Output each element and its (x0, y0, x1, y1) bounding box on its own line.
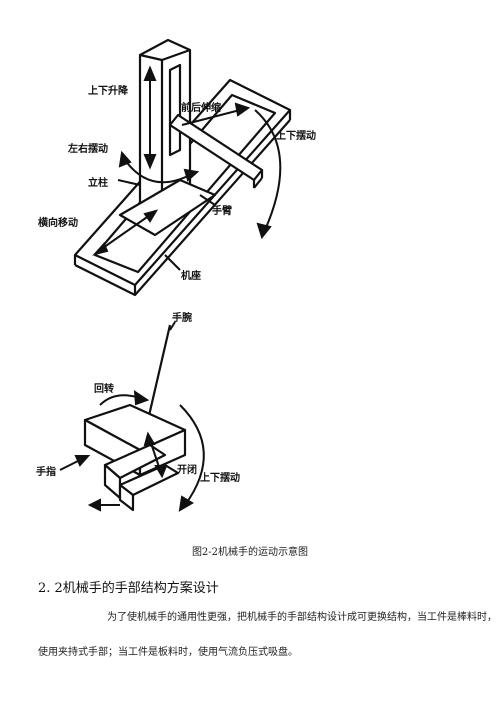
label-base: 机座 (181, 271, 201, 282)
label-column: 立柱 (88, 178, 108, 189)
section-heading: 2. 2机械手的手部结构方案设计 (38, 581, 219, 596)
robot-arm-diagram (73, 38, 292, 297)
figure-caption: 图2-2机械手的运动示意图 (191, 547, 309, 558)
label-up-down-swing: 上下摆动 (276, 131, 316, 142)
label-up-down-lift: 上下升降 (88, 86, 128, 97)
paragraph-line-2: 使用夹持式手部；当工件是板料时，使用气流负压式吸盘。 (38, 647, 298, 658)
paragraph-line-1: 为了使机械手的通用性更强，把机械手的手部结构设计成可更换结构，当工件是棒料时， (107, 612, 497, 623)
label-rotate: 回转 (94, 384, 114, 395)
label-left-right-swing: 左右摆动 (68, 144, 108, 155)
label-lateral-move: 横向移动 (38, 218, 78, 229)
label-wrist: 手腕 (172, 313, 192, 324)
hand-wrist-diagram (59, 321, 205, 512)
label-fingers: 手指 (36, 467, 56, 478)
label-front-back-extend: 前后伸缩 (181, 103, 221, 114)
label-arm: 手臂 (212, 206, 232, 217)
label-open-close: 开闭 (177, 465, 197, 476)
label-up-down-swing-hand: 上下摆动 (200, 473, 240, 484)
